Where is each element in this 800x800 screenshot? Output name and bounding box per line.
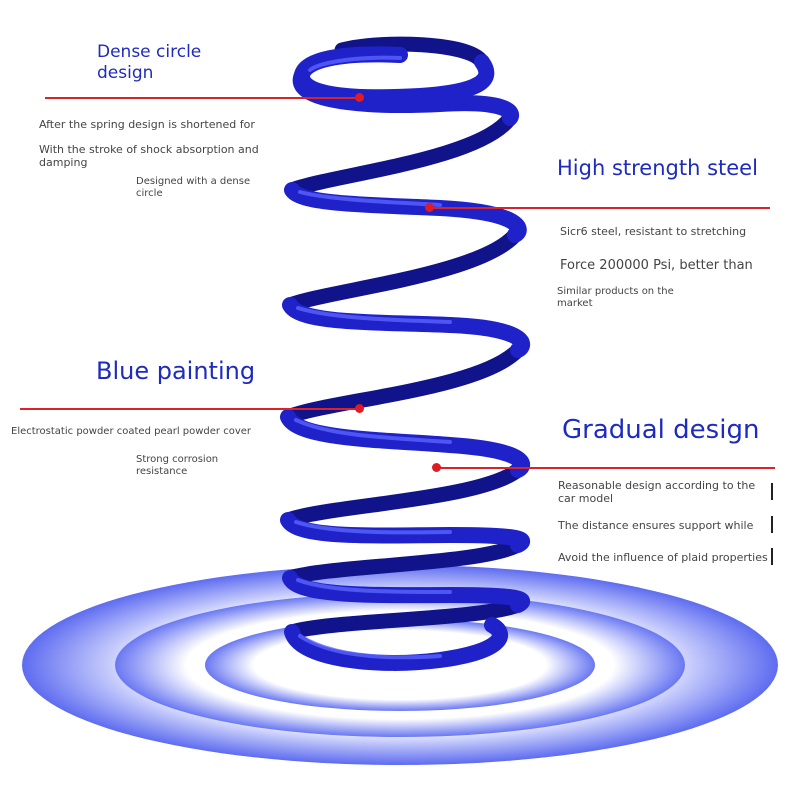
dense-desc-2: With the stroke of shock absorption and … (39, 143, 259, 169)
blue-desc-2: Strong corrosion resistance (136, 454, 219, 477)
blue-marker-dot (355, 404, 364, 413)
steel-desc-2: Force 200000 Psi, better than (560, 258, 753, 273)
text-cutoff-mark (771, 548, 773, 565)
steel-desc-3: Similar products on the market (557, 286, 674, 309)
dense-title: Dense circle design (97, 42, 202, 83)
dense-desc-1: After the spring design is shortened for (39, 118, 255, 131)
gradual-desc-2: The distance ensures support while (558, 519, 754, 532)
spring-coils-back (280, 36, 526, 640)
text-cutoff-mark (771, 483, 773, 500)
gradual-title: Gradual design (562, 415, 760, 445)
dense-leader-line (45, 97, 360, 99)
text-cutoff-mark (771, 516, 773, 533)
blue-leader-line (20, 408, 360, 410)
blue-desc-1: Electrostatic powder coated pearl powder… (11, 426, 252, 437)
dense-desc-3: Designed with a dense circle (136, 176, 251, 199)
steel-leader-line (430, 207, 770, 209)
gradual-marker-dot (432, 463, 441, 472)
spring-highlights (294, 55, 452, 660)
gradual-desc-1: Reasonable design according to the car m… (558, 479, 756, 505)
steel-desc-1: Sicr6 steel, resistant to stretching (560, 225, 747, 238)
blue-title: Blue painting (96, 357, 256, 385)
gradual-desc-3: Avoid the influence of plaid properties (558, 551, 768, 564)
gradual-leader-line (437, 467, 775, 469)
dense-marker-dot (355, 93, 364, 102)
steel-marker-dot (425, 203, 434, 212)
steel-title: High strength steel (557, 156, 758, 180)
